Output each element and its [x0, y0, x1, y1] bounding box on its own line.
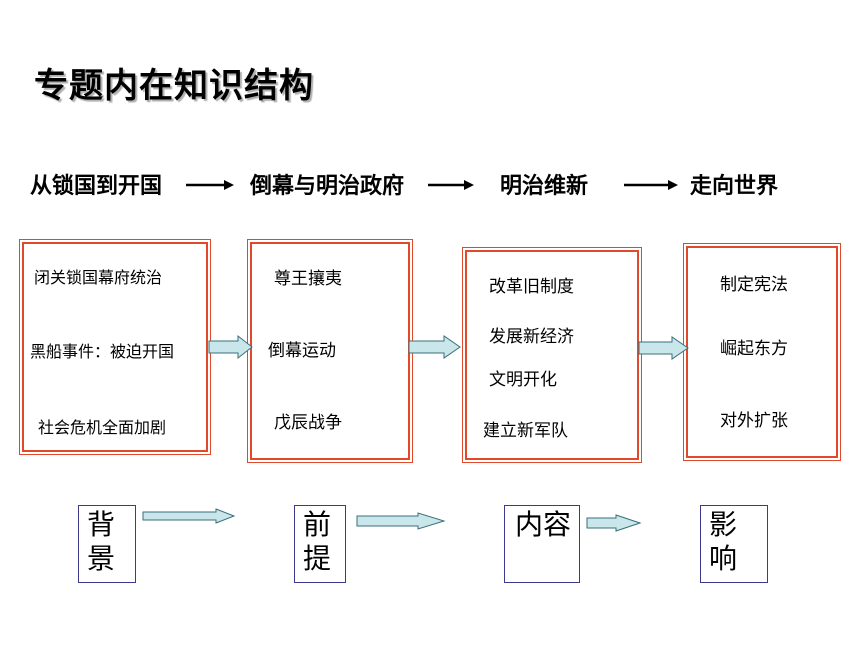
label-background: 背 景 [78, 505, 136, 583]
box-arrow-2 [408, 335, 461, 359]
label-char: 响 [709, 542, 738, 575]
page-title: 专题内在知识结构 [34, 66, 314, 106]
stage-3-heading: 明治维新 [500, 174, 589, 199]
impact-box: 制定宪法 崛起东方 对外扩张 [683, 243, 841, 461]
label-arrow-1 [142, 508, 236, 524]
box-item: 发展新经济 [489, 327, 574, 347]
premise-box: 尊王攘夷 倒幕运动 戊辰战争 [247, 239, 413, 463]
box-item: 文明开化 [489, 370, 557, 390]
stage-arrow-2 [428, 180, 474, 190]
label-arrow-2 [356, 512, 446, 530]
label-char: 前 [303, 508, 332, 541]
box-item: 改革旧制度 [489, 277, 574, 297]
label-char: 提 [303, 542, 332, 575]
content-box: 改革旧制度 发展新经济 文明开化 建立新军队 [462, 247, 642, 463]
label-char: 背 [87, 508, 116, 541]
stage-arrow-1 [186, 180, 234, 190]
box-item: 社会危机全面加剧 [38, 418, 167, 437]
label-char: 景 [87, 542, 116, 575]
stage-1-heading: 从锁国到开国 [30, 174, 163, 199]
stage-4-heading: 走向世界 [690, 174, 779, 199]
stage-arrow-3 [624, 180, 678, 190]
label-arrow-3 [586, 514, 642, 532]
box-item: 戊辰战争 [274, 413, 342, 433]
label-premise: 前 提 [294, 505, 346, 583]
box-arrow-1 [208, 334, 253, 360]
label-content: 内容 [504, 505, 580, 583]
background-box: 闭关锁国幕府统治 黑船事件：被迫开国 社会危机全面加剧 [19, 239, 211, 455]
box-item: 尊王攘夷 [274, 269, 342, 289]
box-item: 对外扩张 [720, 411, 788, 431]
label-char: 内容 [515, 508, 572, 541]
box-item: 黑船事件：被迫开国 [30, 342, 175, 361]
label-impact: 影 响 [700, 505, 768, 583]
box-item: 倒幕运动 [268, 341, 336, 361]
stage-2-heading: 倒幕与明治政府 [250, 174, 405, 199]
box-item: 崛起东方 [720, 339, 788, 359]
box-item: 闭关锁国幕府统治 [34, 268, 163, 287]
box-item: 建立新军队 [483, 421, 568, 441]
label-char: 影 [709, 508, 738, 541]
box-arrow-3 [638, 336, 689, 360]
box-item: 制定宪法 [720, 275, 788, 295]
